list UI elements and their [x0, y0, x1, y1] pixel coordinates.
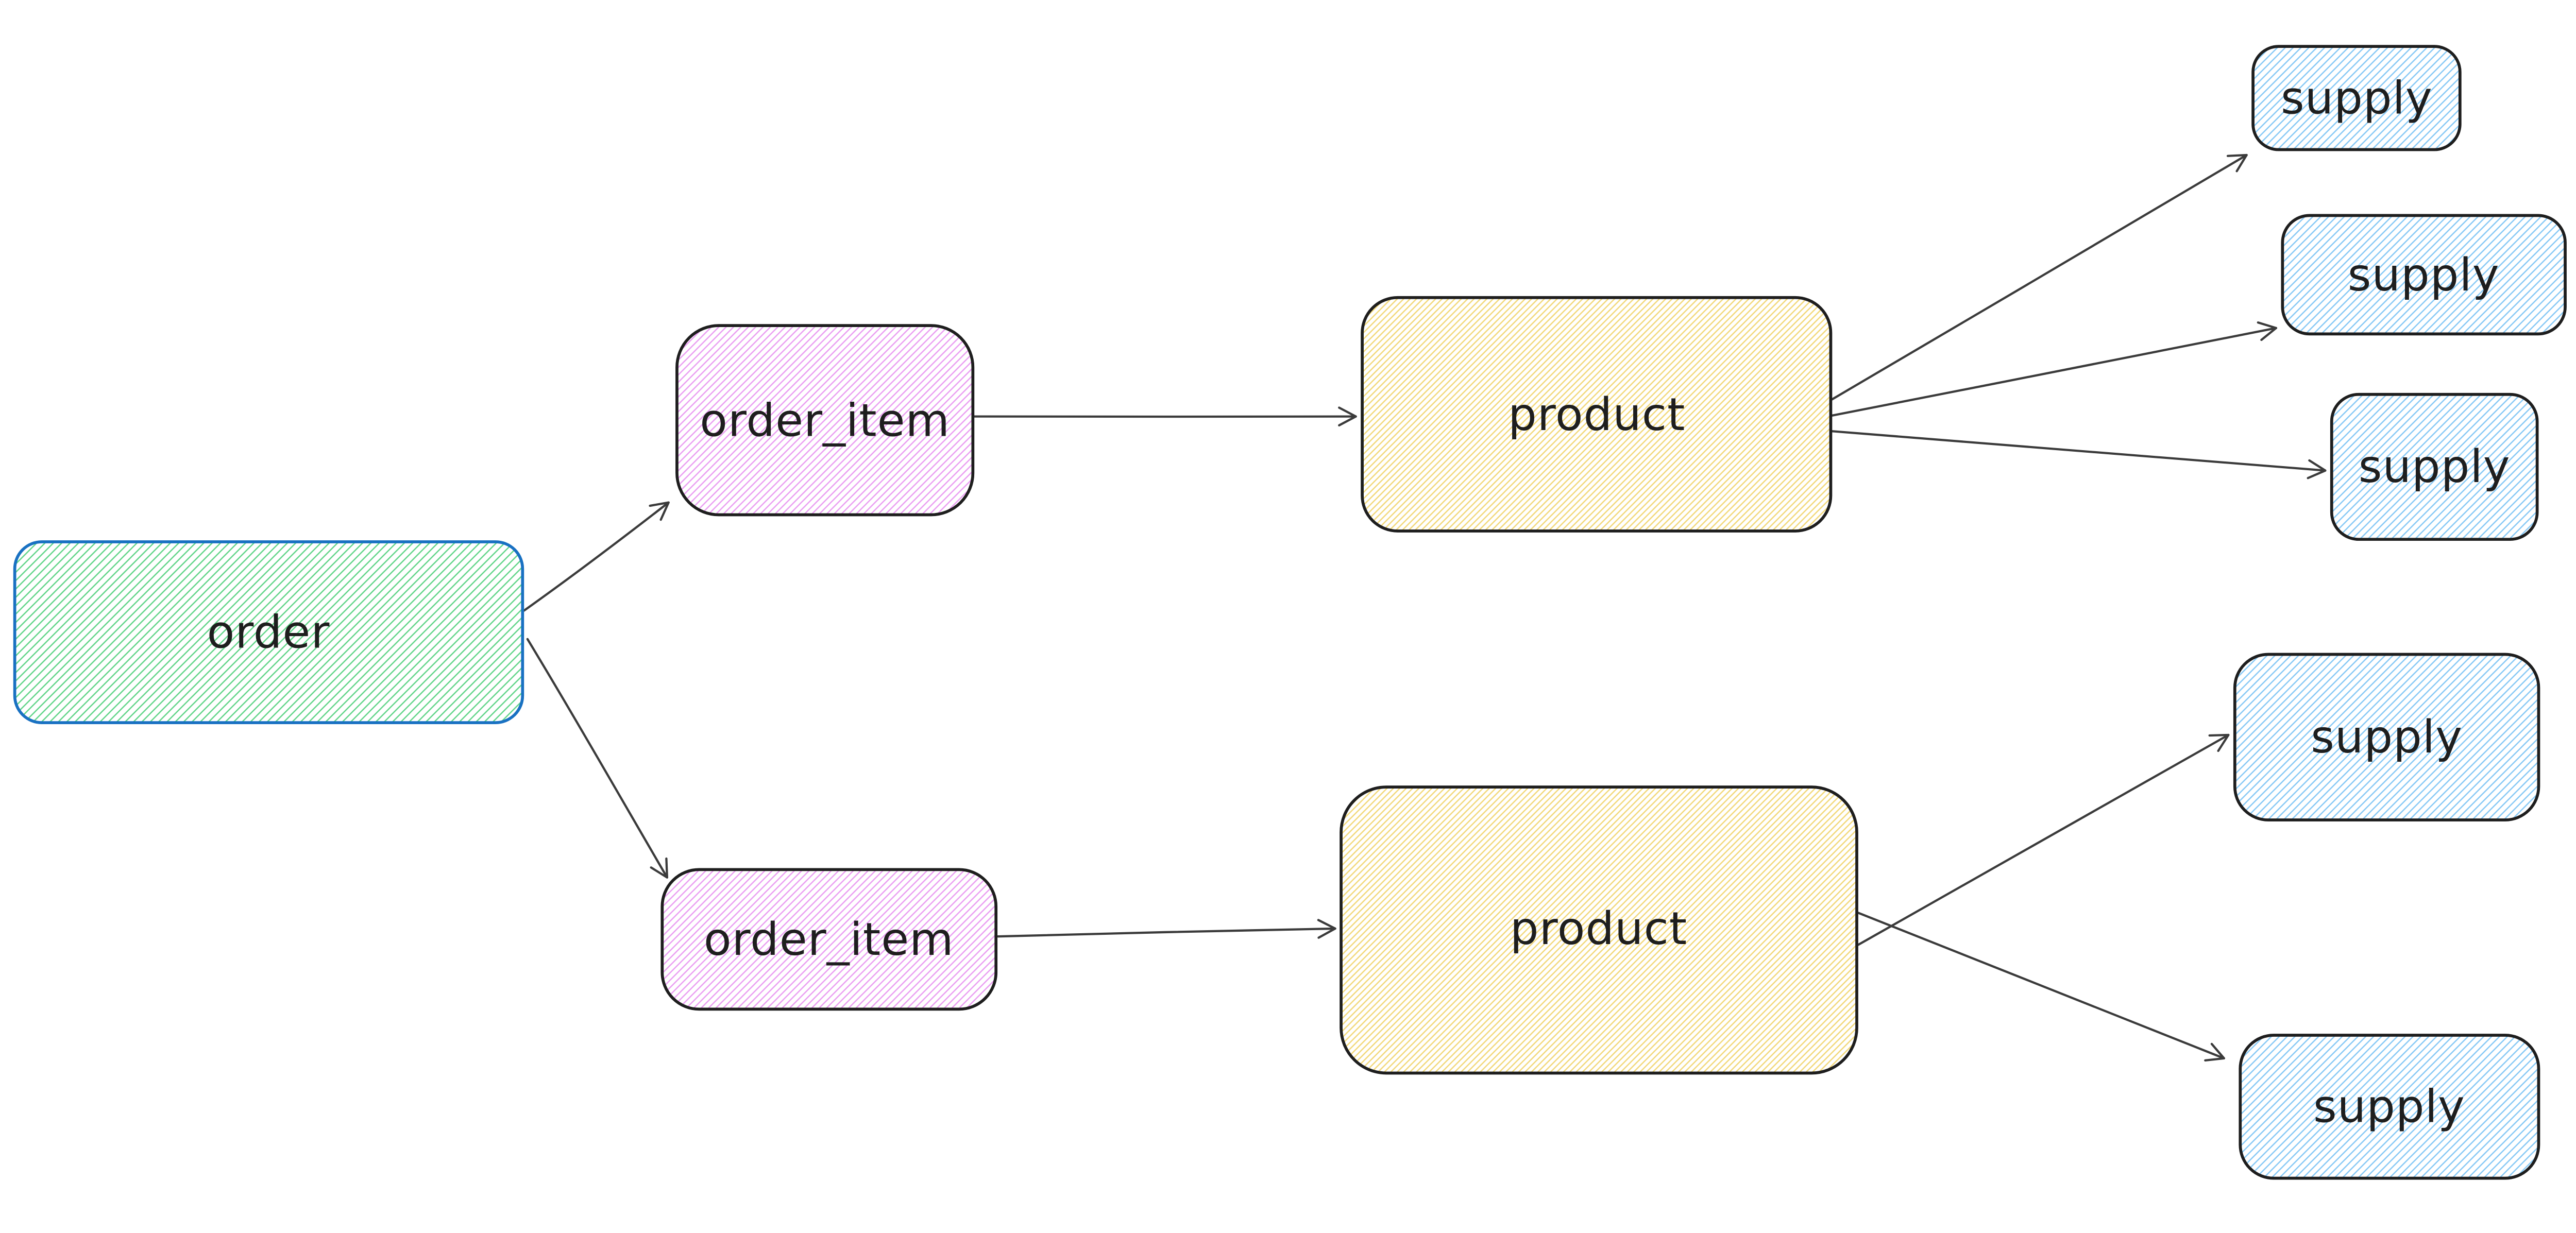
node-order-box[interactable] — [13, 540, 524, 724]
node-supply-1c-box[interactable] — [2330, 392, 2539, 541]
node-order-item-1-label: order_item — [700, 394, 950, 447]
node-order-item-2-box[interactable] — [660, 868, 998, 1011]
arrow-product-1-to-supply-1a[interactable] — [1831, 153, 2248, 401]
arrow-order-to-order-item-2[interactable] — [526, 638, 668, 879]
node-supply-1b-box[interactable] — [2281, 214, 2567, 336]
node-supply-2a[interactable]: supply — [2233, 653, 2540, 821]
node-product-2-box[interactable] — [1340, 785, 1858, 1075]
node-supply-2a-label: supply — [2311, 711, 2463, 763]
node-product-1[interactable]: product — [1361, 296, 1833, 533]
arrow-order-to-order-item-1[interactable] — [523, 501, 670, 612]
node-order[interactable]: order — [13, 540, 524, 724]
node-supply-1a[interactable]: supply — [2251, 45, 2462, 151]
node-order-label: order — [207, 606, 330, 659]
node-product-1-label: product — [1508, 388, 1685, 441]
node-order-item-2[interactable]: order_item — [660, 868, 998, 1011]
node-supply-1b-label: supply — [2348, 249, 2500, 301]
node-order-item-1[interactable]: order_item — [675, 324, 975, 517]
node-product-2-label: product — [1510, 902, 1687, 955]
arrow-product-2-to-supply-2b[interactable] — [1857, 912, 2225, 1062]
node-supply-1c-label: supply — [2359, 440, 2511, 493]
node-supply-1c[interactable]: supply — [2330, 392, 2539, 541]
arrow-order-item-2-to-product-2[interactable] — [996, 919, 1336, 939]
node-supply-2b-box[interactable] — [2239, 1034, 2540, 1180]
node-product-2[interactable]: product — [1340, 785, 1858, 1075]
node-supply-2b[interactable]: supply — [2239, 1034, 2540, 1180]
nodes-layer: order order_item product supply supply s… — [13, 45, 2567, 1180]
node-product-1-box[interactable] — [1361, 296, 1833, 533]
edges-layer — [523, 153, 2327, 1062]
node-supply-1a-label: supply — [2281, 72, 2433, 124]
arrow-product-1-to-supply-1b[interactable] — [1831, 321, 2278, 417]
node-order-item-2-label: order_item — [704, 913, 954, 966]
arrow-product-1-to-supply-1c[interactable] — [1831, 430, 2327, 480]
arrow-product-2-to-supply-2a[interactable] — [1857, 733, 2230, 946]
node-order-item-1-box[interactable] — [675, 324, 975, 517]
node-supply-1b[interactable]: supply — [2281, 214, 2567, 336]
node-supply-1a-box[interactable] — [2251, 45, 2462, 151]
node-supply-2b-label: supply — [2313, 1080, 2465, 1133]
node-supply-2a-box[interactable] — [2233, 653, 2540, 821]
